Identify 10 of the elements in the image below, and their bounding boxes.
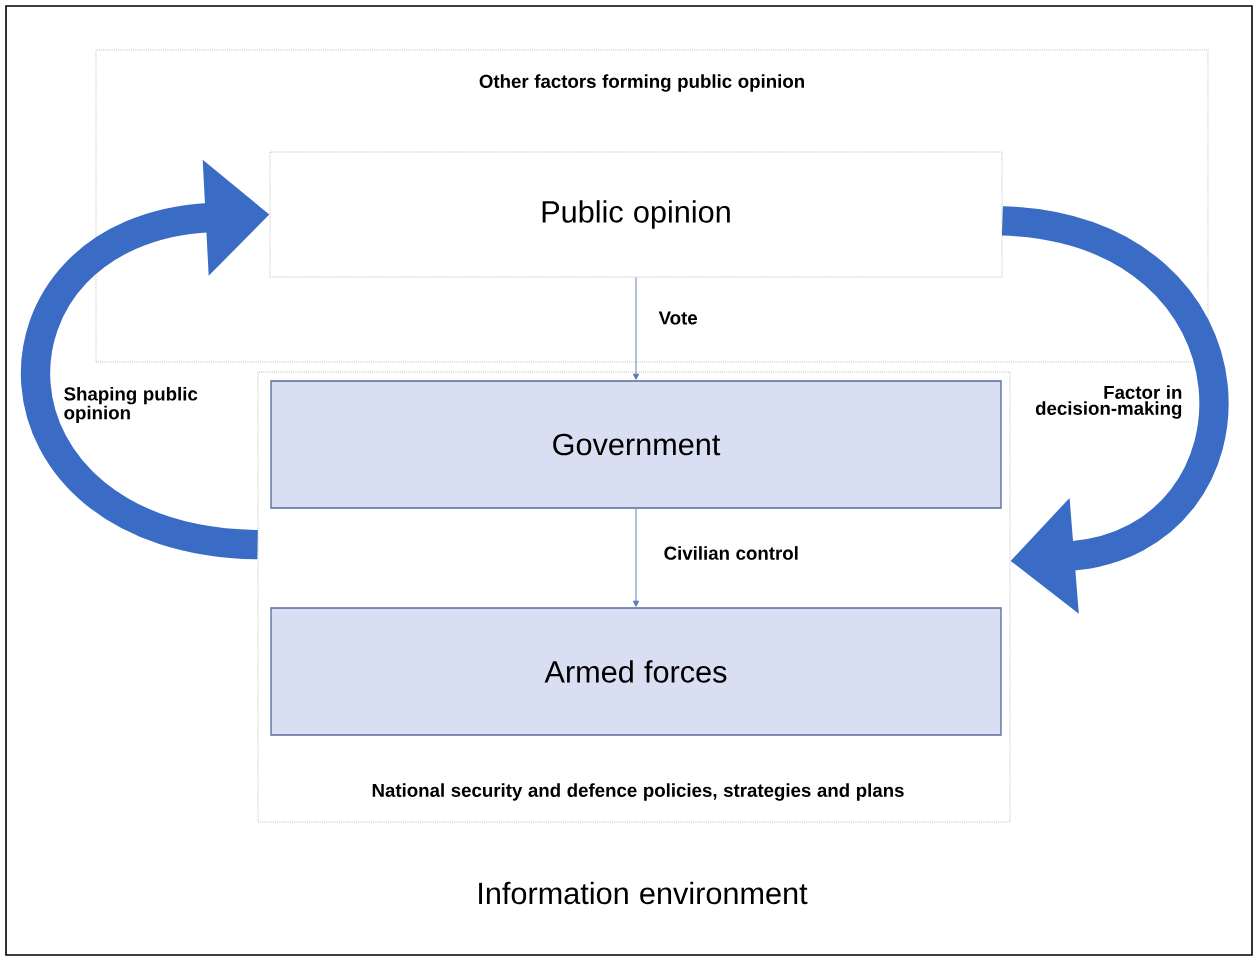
edge-label: Shaping public opinion [64,386,198,424]
process-box: Armed forces [270,607,1002,736]
edge-label: Factor in decision-making [1035,385,1182,419]
edge-label: Vote [658,311,698,325]
arrow [1000,206,1228,614]
process-box: Public opinion [269,151,1003,278]
arrow [632,276,640,380]
process-box: Government [270,380,1002,509]
edge-label: Civilian control [664,546,798,560]
arrow [632,508,640,607]
